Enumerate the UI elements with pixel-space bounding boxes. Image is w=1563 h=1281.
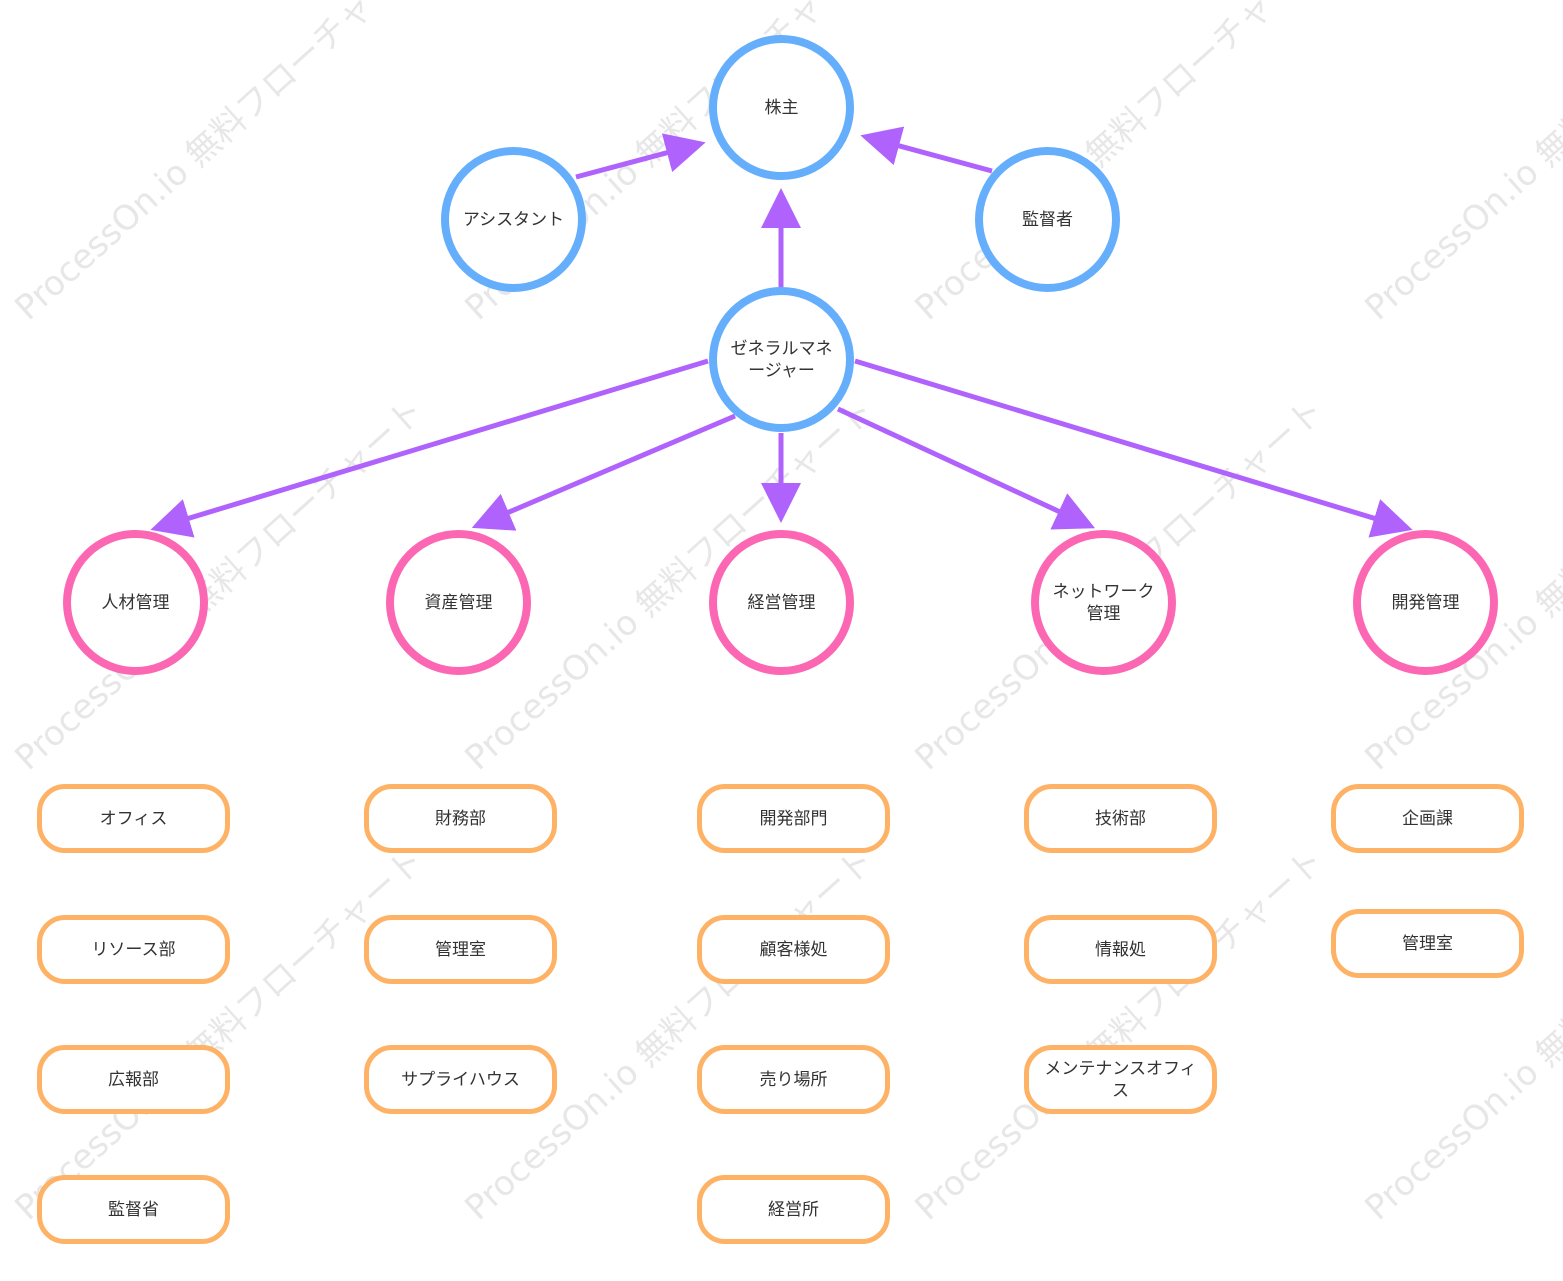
unit-box[interactable]: 顧客様処 [697, 915, 890, 984]
unit-box[interactable]: 監督省 [37, 1175, 230, 1244]
unit-box[interactable]: 経営所 [697, 1175, 890, 1244]
unit-box[interactable]: 技術部 [1024, 784, 1217, 853]
unit-label: 技術部 [1095, 808, 1146, 829]
node-dept-3[interactable]: 経営管理 [709, 530, 854, 675]
node-assistant[interactable]: アシスタント [441, 147, 586, 292]
unit-label: メンテナンスオフィス [1044, 1058, 1197, 1101]
node-general-manager[interactable]: ゼネラルマネージャー [709, 287, 854, 432]
node-dept-2-label: 資産管理 [424, 592, 493, 613]
arrow-gm-to-dept-5 [854, 358, 1413, 538]
unit-label: 経営所 [768, 1199, 819, 1220]
unit-box[interactable]: 管理室 [1331, 909, 1524, 978]
node-dept-5-label: 開発管理 [1391, 592, 1460, 613]
unit-box[interactable]: 財務部 [364, 784, 557, 853]
unit-label: 監督省 [108, 1199, 159, 1220]
node-general-manager-label: ゼネラルマネージャー [730, 338, 833, 381]
unit-label: 情報処 [1095, 939, 1146, 960]
unit-box[interactable]: 売り場所 [697, 1045, 890, 1114]
unit-box[interactable]: 情報処 [1024, 915, 1217, 984]
node-dept-3-label: 経営管理 [747, 592, 816, 613]
arrow-assistant-to-shareholder [575, 133, 706, 180]
node-dept-4-label: ネットワーク管理 [1052, 581, 1155, 624]
unit-label: 企画課 [1402, 808, 1453, 829]
node-shareholder-label: 株主 [764, 97, 799, 118]
unit-label: 管理室 [1402, 933, 1453, 954]
node-auditor[interactable]: 監督者 [975, 147, 1120, 292]
unit-label: 管理室 [435, 939, 486, 960]
unit-box[interactable]: 開発部門 [697, 784, 890, 853]
unit-label: サプライハウス [401, 1069, 520, 1090]
arrow-auditor-to-shareholder [860, 126, 993, 174]
node-dept-5[interactable]: 開発管理 [1353, 530, 1498, 675]
unit-box[interactable]: サプライハウス [364, 1045, 557, 1114]
unit-label: 顧客様処 [759, 939, 828, 960]
arrow-gm-to-dept-2 [471, 413, 736, 531]
node-assistant-label: アシスタント [462, 209, 565, 230]
node-dept-1-label: 人材管理 [101, 592, 170, 613]
node-dept-2[interactable]: 資産管理 [386, 530, 531, 675]
unit-label: 財務部 [435, 808, 486, 829]
unit-label: オフィス [99, 808, 168, 829]
arrow-gm-to-dept-4 [836, 406, 1096, 530]
unit-label: 広報部 [108, 1069, 159, 1090]
node-dept-1[interactable]: 人材管理 [63, 530, 208, 675]
unit-box[interactable]: リソース部 [37, 915, 230, 984]
node-shareholder[interactable]: 株主 [709, 35, 854, 180]
node-dept-4[interactable]: ネットワーク管理 [1031, 530, 1176, 675]
unit-label: 開発部門 [759, 808, 828, 829]
unit-label: リソース部 [91, 939, 176, 960]
unit-box[interactable]: メンテナンスオフィス [1024, 1045, 1217, 1114]
unit-box[interactable]: 企画課 [1331, 784, 1524, 853]
unit-label: 売り場所 [759, 1069, 828, 1090]
unit-box[interactable]: 管理室 [364, 915, 557, 984]
unit-box[interactable]: オフィス [37, 784, 230, 853]
node-auditor-label: 監督者 [1022, 209, 1073, 230]
arrow-gm-to-dept-1 [150, 358, 709, 538]
unit-box[interactable]: 広報部 [37, 1045, 230, 1114]
